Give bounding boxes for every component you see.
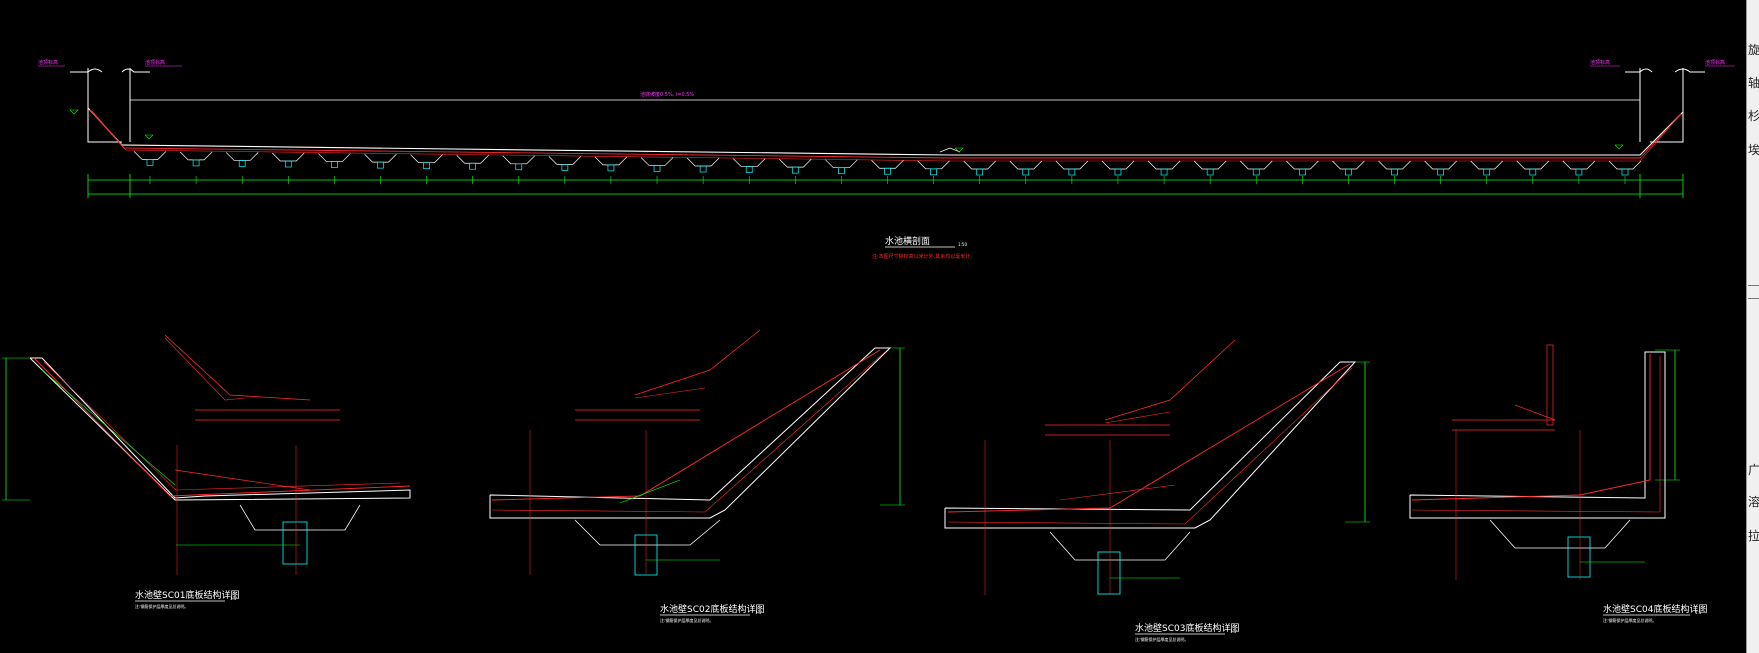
sidebar-item-3[interactable]: 杉 [1748, 109, 1759, 123]
svg-text:1:5: 1:5 [1695, 610, 1702, 615]
left-wall-outline [87, 68, 122, 143]
right-top-label-2: 池顶标高 [1705, 59, 1725, 66]
detail-sc03: 水池壁SC03底板结构详图 1:5 注:钢筋保护层厚度见总说明。 [944, 339, 1370, 642]
floor-rib [871, 159, 904, 175]
floor-rib [1009, 160, 1043, 176]
sidebar-item-1[interactable]: 旋 [1748, 43, 1759, 57]
floor-rib [594, 156, 628, 172]
floor-rib [1147, 160, 1181, 176]
sidebar-item-4[interactable]: 埃 [1748, 143, 1759, 157]
left-top-label-2: 池顶标高 [145, 59, 165, 66]
floor-rib [502, 155, 535, 171]
svg-text:1:5: 1:5 [1230, 629, 1237, 634]
pipe-1 [282, 521, 308, 565]
floor-rib [364, 153, 397, 169]
svg-text:注:钢筋保护层厚度见总说明。: 注:钢筋保护层厚度见总说明。 [660, 617, 713, 623]
left-top-label: 池顶标高 [38, 59, 58, 66]
sidebar-divider [1748, 285, 1759, 286]
floor-rib [1424, 160, 1457, 176]
floor-rib [410, 154, 443, 170]
floor-rib [1101, 160, 1135, 176]
right-properties-panel[interactable]: 旋 轴 杉 埃 广 溶 拉 [1746, 0, 1759, 653]
floor-rib [779, 158, 812, 174]
pipe-3 [1097, 551, 1121, 595]
floor-rib [732, 158, 766, 173]
floor-rib [133, 151, 167, 166]
floor-rib [1055, 160, 1089, 176]
sidebar-divider-2 [1748, 298, 1759, 299]
detail-3-title: 水池壁SC03底板结构详图 [1135, 622, 1239, 634]
svg-text:1:5: 1:5 [230, 596, 237, 601]
svg-text:注:钢筋保护层厚度见总说明。: 注:钢筋保护层厚度见总说明。 [1603, 617, 1656, 623]
floor-rib [318, 153, 351, 168]
floor-rib [825, 159, 858, 175]
sidebar-item-6[interactable]: 溶 [1748, 495, 1759, 509]
floor-rib [1240, 160, 1273, 176]
floor-rib [225, 152, 259, 167]
floor-rib [640, 157, 674, 172]
floor-rib [686, 157, 720, 173]
floor-ribs [133, 151, 1642, 176]
sidebar-item-5[interactable]: 广 [1748, 463, 1759, 477]
detail-2-title: 水池壁SC02底板结构详图 [660, 603, 764, 615]
floor-rib [917, 160, 950, 176]
right-wall-outline [1650, 68, 1684, 143]
sidebar-item-2[interactable]: 轴 [1748, 76, 1759, 90]
pipe-4 [1567, 536, 1591, 578]
floor-rib [272, 152, 305, 168]
floor-rib [1516, 160, 1550, 176]
span-dimension-text: 池底坡度0.5%, i=0.5% [640, 91, 694, 98]
main-section-note: 注:本图尺寸除标高以米计外,其余均以毫米计。 [872, 253, 975, 260]
floor-rib [1286, 160, 1319, 176]
svg-text:注:钢筋保护层厚度见总说明。: 注:钢筋保护层厚度见总说明。 [1135, 636, 1188, 642]
floor-rib [548, 156, 582, 171]
main-section-title: 水池横剖面 [885, 235, 930, 247]
dimension-ticks [149, 176, 1626, 184]
floor-rib [1332, 160, 1365, 176]
floor-rib [1378, 160, 1411, 176]
detail-sc02: 水池壁SC02底板结构详图 1:5 注:钢筋保护层厚度见总说明。 [489, 329, 905, 623]
detail-1-title: 水池壁SC01底板结构详图 [135, 589, 239, 601]
svg-text:注:钢筋保护层厚度见总说明。: 注:钢筋保护层厚度见总说明。 [135, 603, 188, 609]
floor-rib [1562, 160, 1596, 176]
svg-text:1:5: 1:5 [755, 610, 762, 615]
sidebar-item-7[interactable]: 拉 [1748, 529, 1759, 543]
main-section-scale: 1:50 [958, 242, 967, 247]
detail-sc01: 水池壁SC01底板结构详图 1:5 注:钢筋保护层厚度见总说明。 [2, 334, 411, 609]
pool-floor-rebar [89, 109, 1682, 159]
floor-rib [456, 154, 489, 170]
floor-rib [179, 151, 213, 167]
floor-rib [1193, 160, 1227, 176]
floor-rib [1470, 160, 1503, 176]
detail-4-title: 水池壁SC04底板结构详图 [1603, 603, 1707, 615]
main-cross-section: 池底坡度0.5%, i=0.5% 池顶标高 池顶标高 池顶标高 池顶标高 水池 [38, 59, 1735, 260]
floor-rib [1608, 160, 1642, 176]
floor-rib [963, 160, 996, 176]
detail-sc04: 水池壁SC04底板结构详图 1:5 注:钢筋保护层厚度见总说明。 [1409, 344, 1707, 623]
right-top-label: 池顶标高 [1590, 59, 1610, 66]
